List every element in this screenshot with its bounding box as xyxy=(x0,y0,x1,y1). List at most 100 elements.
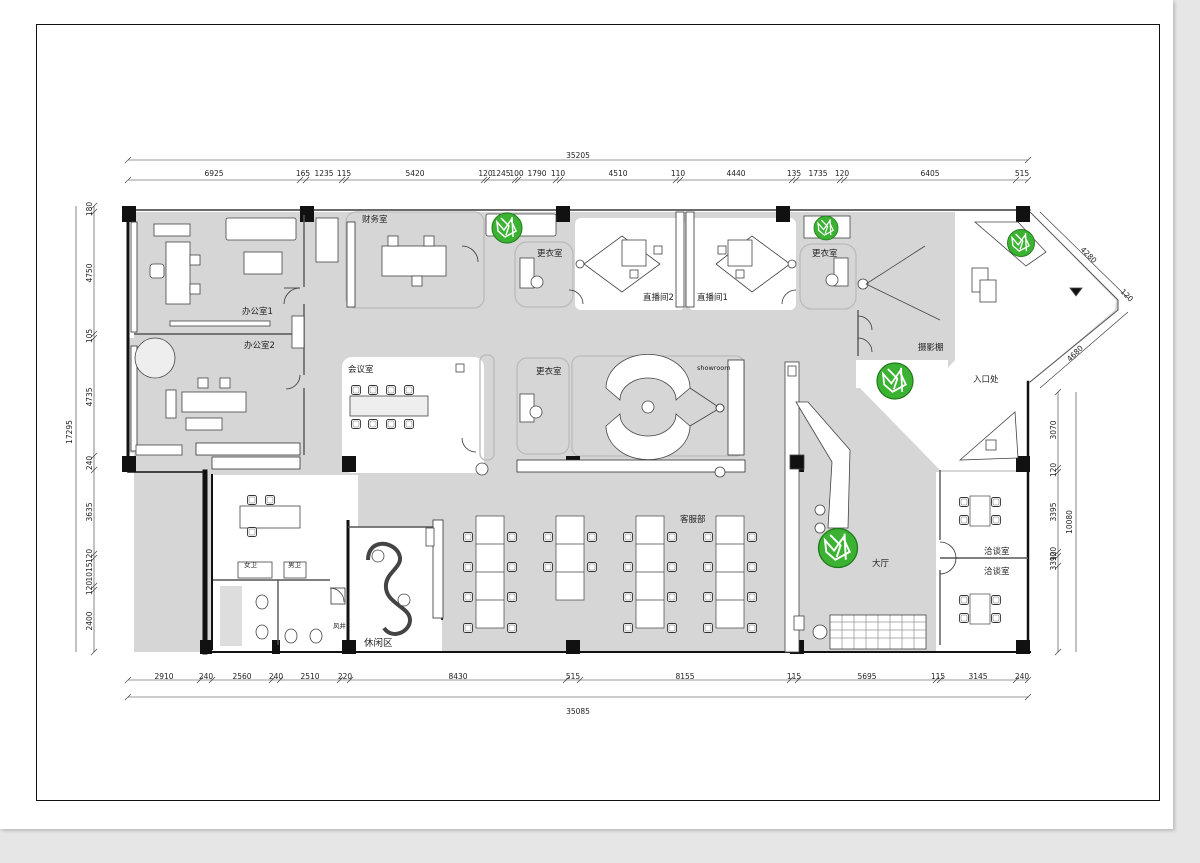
dim-tick xyxy=(936,676,944,684)
room-label-negotiation1: 洽谈室 xyxy=(984,546,1010,557)
window-strips xyxy=(130,211,746,619)
dim-tick xyxy=(1054,562,1062,570)
dimBottom-2: 2560 xyxy=(232,672,251,681)
dimTop-5: 120 xyxy=(478,169,493,178)
dim-angled-1: 4280 xyxy=(1079,245,1099,265)
dim-bottom-total: 35085 xyxy=(566,707,590,716)
room-label-live2: 直播间2 xyxy=(643,292,674,303)
dimLeft-2: 105 xyxy=(85,329,94,344)
dimBottom-6: 8430 xyxy=(448,672,467,681)
dimLeft-6: 120 xyxy=(85,549,94,564)
dimBottom-3: 240 xyxy=(269,672,284,681)
dim-tick xyxy=(124,676,132,684)
dim-left-total: 17295 xyxy=(65,420,74,444)
dim-tick xyxy=(1054,548,1062,556)
dimTop-9: 110 xyxy=(551,169,566,178)
dim-tick xyxy=(1024,156,1032,164)
room-label-showroom: showroom xyxy=(697,364,731,372)
dim-tick xyxy=(124,693,132,701)
dimLeft-4: 240 xyxy=(85,456,94,471)
dimBottom-0: 2910 xyxy=(154,672,173,681)
dim-right-total: 10080 xyxy=(1065,510,1074,534)
dimBottom-9: 115 xyxy=(787,672,802,681)
room-label-photo-studio: 摄影棚 xyxy=(918,342,944,353)
dim-tick xyxy=(196,676,204,684)
live-room-furniture xyxy=(485,213,869,293)
dim-tick xyxy=(124,176,132,184)
room-label-female-wc: 女卫 xyxy=(244,560,258,569)
dim-tick xyxy=(90,208,98,216)
dimRight-4: 3390 xyxy=(1049,551,1058,570)
dimLeft-7: 1015 xyxy=(85,562,94,581)
dim-tick xyxy=(1024,676,1032,684)
dim-tick xyxy=(342,176,350,184)
dimLeft-1: 4750 xyxy=(85,263,94,282)
room-label-changing-c: 更衣室 xyxy=(536,366,562,377)
dim-tick xyxy=(786,676,794,684)
dimBottom-1: 240 xyxy=(199,672,214,681)
customer-service-desks xyxy=(463,515,757,633)
dimension-ticks xyxy=(90,156,1062,701)
dim-tick xyxy=(794,676,802,684)
room-label-office2: 办公室2 xyxy=(244,340,275,351)
dimTop-0: 6925 xyxy=(204,169,223,178)
dim-tick xyxy=(576,676,584,684)
dimTop-13: 135 xyxy=(787,169,802,178)
dim-tick xyxy=(90,334,98,342)
dim-tick xyxy=(90,550,98,558)
dim-tick xyxy=(514,176,522,184)
dimLeft-0: 180 xyxy=(85,202,94,217)
dimRight-1: 120 xyxy=(1049,463,1058,478)
dim-tick xyxy=(1054,464,1062,472)
dimBottom-7: 515 xyxy=(566,672,581,681)
dim-tick xyxy=(552,176,560,184)
dimension-lines xyxy=(75,159,1129,698)
showroom-furniture xyxy=(519,354,726,478)
dim-tick xyxy=(346,676,354,684)
dim-tick xyxy=(1012,676,1020,684)
dim-tick xyxy=(672,176,680,184)
dim-tick xyxy=(90,586,98,594)
dimTop-8: 1790 xyxy=(527,169,546,178)
dimRight-3: 120 xyxy=(1049,547,1058,562)
room-label-changing-b: 更衣室 xyxy=(812,248,838,259)
dim-tick xyxy=(792,176,800,184)
dim-tick xyxy=(90,202,98,210)
dimTop-15: 120 xyxy=(835,169,850,178)
dimTop-3: 115 xyxy=(337,169,352,178)
dim-tick xyxy=(562,676,570,684)
dim-tick xyxy=(124,156,132,164)
room-label-entrance: 入口处 xyxy=(973,374,999,385)
dim-tick xyxy=(1054,468,1062,476)
room-label-negotiation2: 洽谈室 xyxy=(984,566,1010,577)
dim-tick xyxy=(836,176,844,184)
dimBottom-11: 115 xyxy=(931,672,946,681)
dim-tick xyxy=(90,466,98,474)
room-label-finance: 财务室 xyxy=(362,214,388,225)
dim-tick xyxy=(90,648,98,656)
dimTop-4: 5420 xyxy=(405,169,424,178)
room-label-hall: 大厅 xyxy=(872,558,890,569)
dimBottom-12: 3145 xyxy=(968,672,987,681)
dimTop-16: 6405 xyxy=(920,169,939,178)
dimBottom-8: 8155 xyxy=(675,672,694,681)
dim-tick xyxy=(1024,693,1032,701)
dimTop-10: 4510 xyxy=(608,169,627,178)
dim-tick xyxy=(840,176,848,184)
restroom-leisure-furniture xyxy=(220,495,435,646)
dim-tick xyxy=(338,176,346,184)
dimTop-6: 1245 xyxy=(491,169,510,178)
dimLeft-9: 2400 xyxy=(85,611,94,630)
dim-tick xyxy=(1012,176,1020,184)
office-furniture xyxy=(134,217,305,456)
dim-tick xyxy=(1024,176,1032,184)
dimLeft-3: 4735 xyxy=(85,387,94,406)
dim-tick xyxy=(788,176,796,184)
room-label-meeting: 会议室 xyxy=(348,364,374,375)
dim-angled-2: 120 xyxy=(1119,287,1136,304)
room-label-male-wc: 男卫 xyxy=(288,561,302,569)
